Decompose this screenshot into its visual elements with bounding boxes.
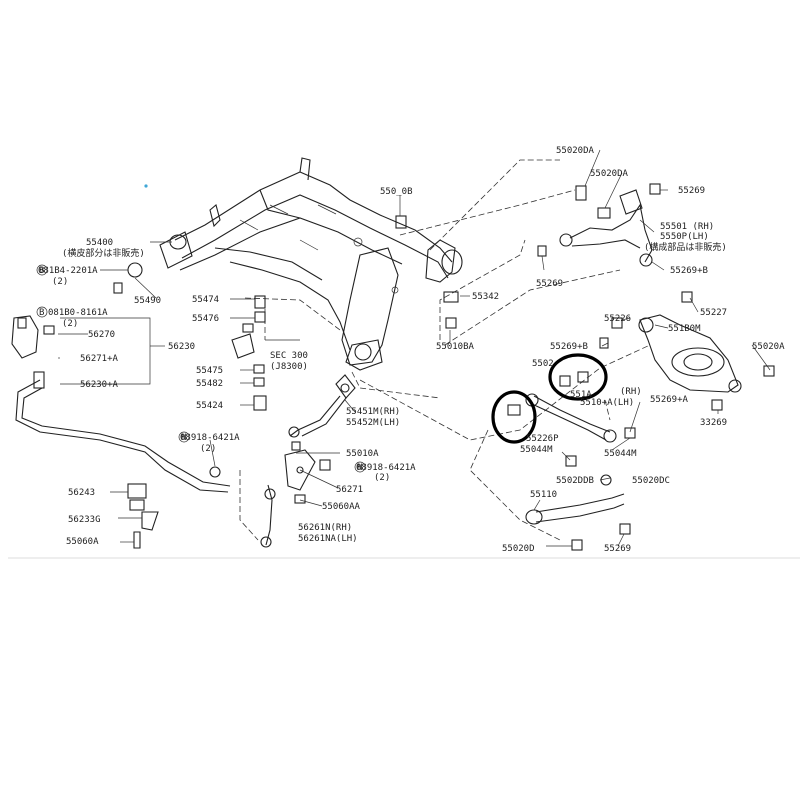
label-55476: 55476	[192, 314, 219, 324]
label-55269a: 55269+A	[650, 395, 689, 405]
label-5510a-lh: 5510+A(LH)	[580, 398, 634, 408]
label-rh: (RH)	[620, 387, 642, 397]
label-55269b: 55269+B	[670, 266, 708, 276]
label-55452m: 55452M(LH)	[346, 418, 400, 428]
svg-text:B: B	[39, 266, 44, 276]
label-55044m-right: 55044M	[604, 449, 637, 459]
mount-bushings	[113, 215, 459, 411]
label-55424: 55424	[196, 401, 223, 411]
guide-lines	[239, 159, 651, 541]
label-551b0m: 551B0M	[668, 324, 701, 334]
label-55020dc: 55020DC	[632, 476, 670, 486]
highlight-circle-washer	[548, 353, 608, 401]
stray-dot	[144, 184, 148, 188]
label-55400: 55400	[86, 238, 113, 248]
label-55451m: 55451M(RH)	[346, 407, 400, 417]
label-sec300: SEC 300	[270, 351, 308, 361]
label-08918a: 08918-6421A	[180, 433, 240, 443]
upper-link	[537, 183, 661, 267]
label-081b0: 081B0-8161A	[48, 308, 108, 318]
label-081b4-qty: (2)	[52, 277, 68, 287]
label-08918a-qty: (2)	[200, 444, 216, 454]
part-labels: 550_0B 55400 (横皮部分は非販売) 081B4-2201A (2) …	[38, 146, 785, 554]
label-55020d: 55020D	[502, 544, 535, 554]
label-sec300-b: (J8300)	[270, 362, 308, 372]
circled-markers: B B N N	[36, 264, 366, 473]
label-55269-top: 55269	[678, 186, 705, 196]
label-081b0-qty: (2)	[62, 319, 78, 329]
label-55020db: 5502DDB	[556, 476, 594, 486]
label-551a: 551A	[570, 390, 592, 400]
lower-link	[599, 291, 775, 411]
leader-lines	[58, 149, 771, 547]
label-56271: 56271	[336, 485, 363, 495]
label-08918b: 08918-6421A	[356, 463, 416, 473]
marker-b2-icon	[36, 306, 48, 318]
marker-b-icon	[36, 264, 48, 276]
label-55060aa: 55060AA	[322, 502, 361, 512]
lateral-link	[525, 474, 631, 551]
label-55502: 5550P(LH)	[660, 232, 709, 242]
label-55010ba: 55010BA	[436, 342, 475, 352]
label-56243: 56243	[68, 488, 95, 498]
label-55269-mid: 55269	[536, 279, 563, 289]
label-55482: 55482	[196, 379, 223, 389]
stabilizer-link	[260, 441, 331, 548]
highlight-circle-radius-rod-bolt	[491, 390, 537, 444]
label-55110: 55110	[530, 490, 557, 500]
label-55475: 55475	[196, 366, 223, 376]
label-55020da-top: 55020DA	[556, 146, 595, 156]
label-56261na: 56261NA(LH)	[298, 534, 358, 544]
label-56261n: 56261N(RH)	[298, 523, 352, 533]
rear-suspension-member	[159, 157, 463, 371]
label-55020a-right: 55020A	[752, 342, 785, 352]
svg-text:N: N	[357, 463, 362, 473]
radius-rod	[507, 371, 636, 467]
label-56230a: 56230+A	[80, 380, 119, 390]
marker-n2-icon	[354, 461, 366, 473]
label-55501: 55501 (RH)	[660, 222, 714, 232]
label-33269: 33269	[700, 418, 727, 428]
label-08918b-qty: (2)	[374, 473, 390, 483]
label-55020da-second: 55020DA	[590, 169, 629, 179]
marker-n-icon	[178, 431, 190, 443]
label-081b4: 081B4-2201A	[38, 266, 98, 276]
label-55342: 55342	[472, 292, 499, 302]
svg-text:N: N	[181, 433, 186, 443]
label-5502-partial: 5502	[532, 359, 554, 369]
label-55502-note: (構成部品は非販売)	[644, 241, 727, 253]
label-55269b-lower: 55269+B	[550, 342, 588, 352]
label-55400-note: (横皮部分は非販売)	[62, 247, 145, 259]
label-55490: 55490	[134, 296, 161, 306]
label-55044m-left: 55044M	[520, 445, 553, 455]
svg-text:B: B	[39, 308, 44, 318]
label-55269-bottom: 55269	[604, 544, 631, 554]
label-55226: 55226	[604, 314, 631, 324]
label-55226p: 55226P	[526, 434, 559, 444]
label-55010a: 55010A	[346, 449, 379, 459]
label-55474: 55474	[192, 295, 219, 305]
label-55227: 55227	[700, 308, 727, 318]
label-56230: 56230	[168, 342, 195, 352]
label-56270: 56270	[88, 330, 115, 340]
label-550-0b: 550_0B	[380, 187, 413, 197]
trailing-link	[288, 374, 356, 438]
label-56233: 56233G	[68, 515, 101, 525]
label-55060a-left: 55060A	[66, 537, 99, 547]
stabilizer-bar	[11, 315, 231, 549]
label-56271a: 56271+A	[80, 354, 119, 364]
